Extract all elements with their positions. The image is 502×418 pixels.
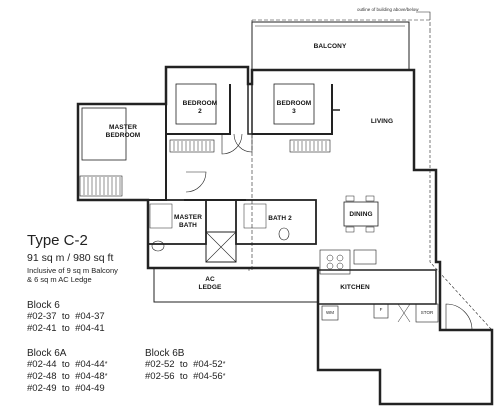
bath2-outline — [235, 199, 317, 245]
door-bedroom3 — [233, 133, 253, 153]
fixture-fridge: F — [379, 307, 383, 312]
unit-range: #02-56 to #04-56* — [145, 371, 225, 383]
unit-from: #02-52 — [145, 359, 175, 370]
unit-range: #02-44 to #04-44* — [27, 359, 107, 371]
unit-from: #02-41 — [27, 323, 57, 334]
unit-to: #04-49 — [75, 383, 105, 394]
room-master-bedroom-line2: BEDROOM — [105, 132, 141, 139]
room-ac-ledge-line2: LEDGE — [198, 284, 222, 291]
unit-from: #02-56 — [145, 371, 175, 382]
unit-connector: to — [61, 383, 70, 394]
unit-to: #04-44 — [75, 359, 105, 370]
unit-to: #04-41 — [75, 323, 105, 334]
store-box — [415, 303, 439, 323]
unit-to: #04-56 — [193, 371, 223, 382]
unit-from: #02-37 — [27, 311, 57, 322]
unit-area-note-line1: Inclusive of 9 sq m Balcony — [27, 266, 118, 275]
unit-range: #02-49 to #04-49 — [27, 383, 107, 395]
room-bedroom-2-line1: BEDROOM — [182, 100, 218, 107]
master-bath-outline — [147, 199, 207, 245]
unit-mark: * — [104, 361, 108, 368]
unit-type-title: Type C-2 — [27, 232, 88, 249]
block-name: Block 6B — [145, 348, 185, 359]
note-leader — [416, 11, 431, 20]
unit-mark: * — [222, 373, 226, 380]
wardrobe-bedroom3 — [289, 139, 331, 153]
unit-area-note: Inclusive of 9 sq m Balcony & 6 sq m AC … — [27, 266, 147, 284]
door-master — [185, 171, 207, 193]
room-master-bath-line1: MASTER — [173, 214, 203, 221]
room-living: LIVING — [370, 118, 394, 125]
wardrobe-bedroom2 — [169, 139, 215, 153]
block-6a: Block 6A #02-44 to #04-44* #02-48 to #04… — [27, 348, 107, 395]
building-outline-note: outline of building above/below — [357, 7, 419, 12]
unit-range: #02-52 to #04-52* — [145, 359, 225, 371]
unit-connector: to — [61, 359, 70, 370]
dining-table — [343, 201, 379, 227]
room-kitchen: KITCHEN — [340, 284, 370, 291]
fridge-box — [373, 303, 389, 319]
unit-connector: to — [61, 323, 70, 334]
room-bedroom-2-line2: 2 — [198, 108, 202, 115]
bed-master — [81, 107, 127, 161]
block-6: Block 6 #02-37 to #04-37 #02-41 to #04-4… — [27, 300, 105, 335]
unit-to: #04-48 — [75, 371, 105, 382]
wm-box — [321, 305, 339, 321]
fixture-wm: WM — [326, 310, 334, 315]
bed-bedroom2 — [175, 83, 217, 125]
room-master-bedroom-line1: MASTER — [108, 124, 138, 131]
building-outline — [248, 19, 431, 271]
unit-from: #02-44 — [27, 359, 57, 370]
unit-area-note-line2: & 6 sq m AC Ledge — [27, 275, 92, 284]
unit-connector: to — [179, 359, 188, 370]
room-bedroom-2: BEDROOM 2 — [180, 100, 220, 116]
room-bedroom-3-line2: 3 — [292, 108, 296, 115]
unit-connector: to — [61, 371, 70, 382]
main-door — [445, 303, 473, 331]
unit-range: #02-41 to #04-41 — [27, 323, 105, 335]
unit-to: #04-37 — [75, 311, 105, 322]
door-bedroom2 — [221, 133, 243, 155]
unit-to: #04-52 — [193, 359, 223, 370]
room-balcony: BALCONY — [313, 43, 347, 50]
block-name: Block 6A — [27, 348, 67, 359]
unit-range: #02-37 to #04-37 — [27, 311, 105, 323]
unit-area: 91 sq m / 980 sq ft — [27, 252, 114, 264]
unit-mark: * — [222, 361, 226, 368]
block-name: Block 6 — [27, 300, 60, 311]
bed-bedroom3 — [273, 83, 315, 125]
room-master-bath: MASTER BATH — [168, 214, 208, 230]
room-ac-ledge-line1: AC — [205, 276, 215, 283]
shaft — [205, 231, 237, 263]
unit-mark: * — [104, 373, 108, 380]
unit-connector: to — [61, 311, 70, 322]
room-bedroom-3-line1: BEDROOM — [276, 100, 312, 107]
wardrobe-master — [79, 175, 123, 197]
unit-from: #02-48 — [27, 371, 57, 382]
unit-from: #02-49 — [27, 383, 57, 394]
room-bedroom-3: BEDROOM 3 — [274, 100, 314, 116]
ac-ledge-outline — [153, 267, 319, 303]
block-6b: Block 6B #02-52 to #04-52* #02-56 to #04… — [145, 348, 225, 383]
room-master-bath-line2: BATH — [179, 222, 197, 229]
room-ac-ledge: AC LEDGE — [190, 276, 230, 292]
fixture-store: STOR — [420, 310, 434, 315]
room-master-bedroom: MASTER BEDROOM — [98, 124, 148, 140]
room-dining: DINING — [349, 211, 373, 218]
unit-range: #02-48 to #04-48* — [27, 371, 107, 383]
unit-connector: to — [179, 371, 188, 382]
room-bath-2: BATH 2 — [268, 215, 292, 222]
